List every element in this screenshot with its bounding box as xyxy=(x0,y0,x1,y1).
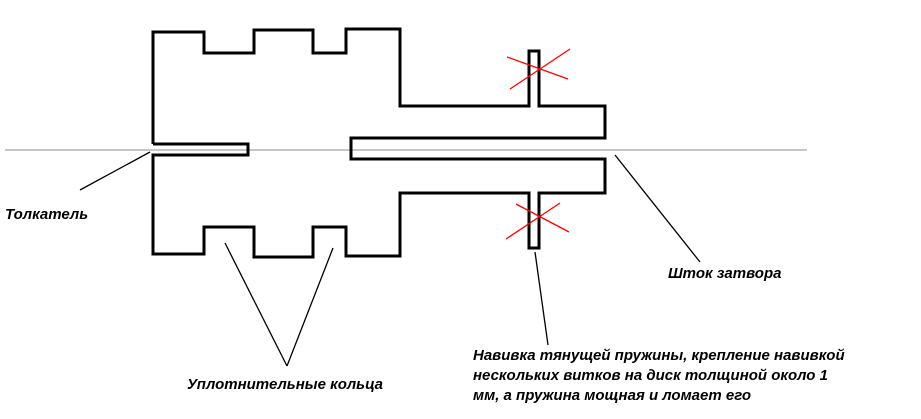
cross-mark-upper xyxy=(506,48,571,90)
spring-note-line: мм, а пружина мощная и ломает его xyxy=(473,387,752,404)
leader-seal-ring-1 xyxy=(224,242,288,367)
spring-note: Навивка тянущей пружины, крепление навив… xyxy=(473,346,845,406)
leader-valve-stem xyxy=(614,154,701,263)
leader-spring xyxy=(534,251,549,346)
leader-seal-ring-2 xyxy=(286,247,334,367)
cross-mark-lower xyxy=(505,202,570,240)
label-seal-rings: Уплотнительные кольца xyxy=(187,376,383,393)
leader-pusher xyxy=(79,151,151,191)
spring-note-line: нескольких витков на диск толщиной около… xyxy=(473,367,828,384)
spring-note-line: Навивка тянущей пружины, крепление навив… xyxy=(473,347,845,364)
label-pusher: Толкатель xyxy=(5,206,89,223)
label-valve-stem: Шток затвора xyxy=(668,265,782,282)
body-upper-outline xyxy=(151,27,607,259)
